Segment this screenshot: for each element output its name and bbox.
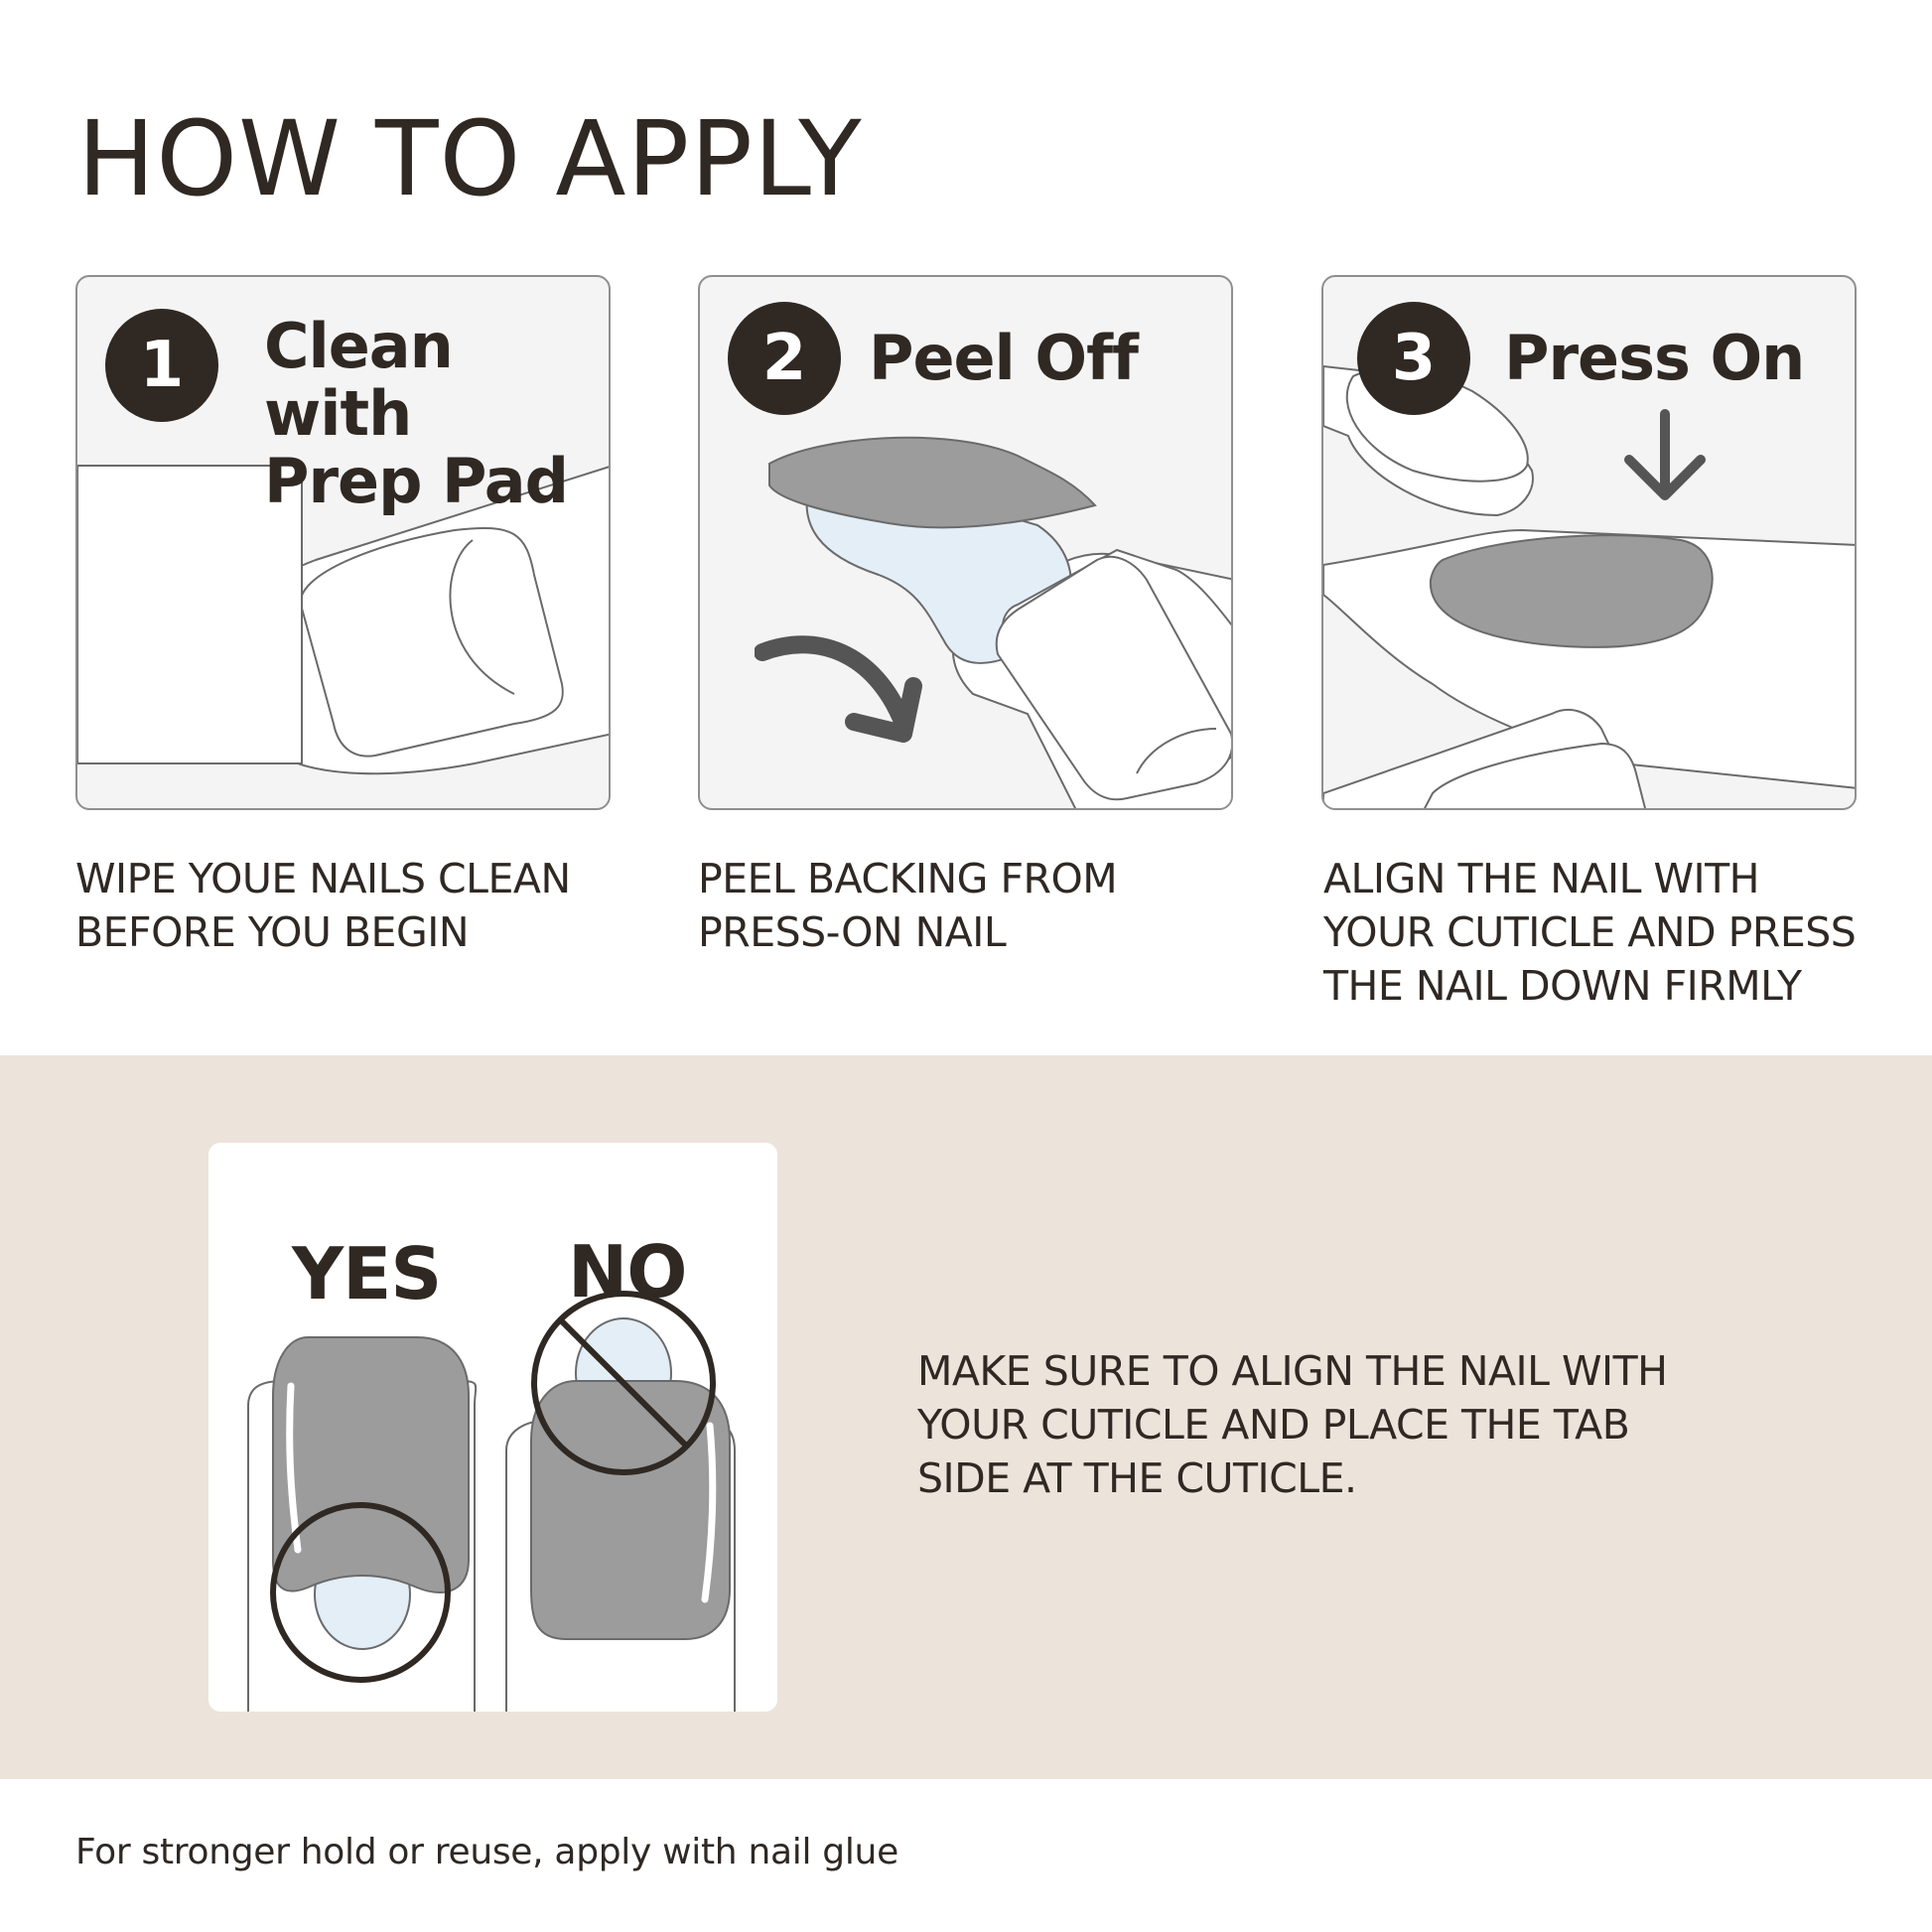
step-1-caption-line2: BEFORE YOU BEGIN [75,908,469,956]
step-number-badge: 3 [1357,302,1470,415]
prohibited-icon [531,1291,716,1475]
step-2-title-line1: Peel Off [869,322,1139,394]
alignment-tip-line2: YOUR CUTICLE AND PLACE THE TAB [917,1401,1630,1449]
hand-cleaning-illustration [77,465,609,775]
footer-note: For stronger hold or reuse, apply with n… [75,1832,898,1872]
circle-highlight-icon [270,1502,451,1683]
step-2-caption-line2: PRESS-ON NAIL [698,908,1007,956]
step-3-panel: 3 Press On [1321,275,1857,810]
step-1-title-line1: Clean with [264,310,454,451]
step-2-panel: 2 Peel Off [698,275,1233,810]
step-1-title-line2: Prep Pad [264,445,569,518]
step-3-title-line1: Press On [1504,322,1805,394]
step-3-caption: ALIGN THE NAIL WITH YOUR CUTICLE AND PRE… [1323,852,1857,1013]
step-number-badge: 2 [728,302,841,415]
peel-off-illustration [768,436,1231,808]
page-title: HOW TO APPLY [77,98,863,219]
step-3-title: Press On [1504,322,1805,394]
step-2-caption-line1: PEEL BACKING FROM [698,855,1118,902]
step-1-caption-line1: WIPE YOUE NAILS CLEAN [75,855,571,902]
step-2-title: Peel Off [869,322,1139,394]
step-number-badge: 1 [105,309,218,422]
alignment-tip-line1: MAKE SURE TO ALIGN THE NAIL WITH [917,1347,1668,1395]
alignment-tip-line3: SIDE AT THE CUTICLE. [917,1454,1357,1502]
down-arrow-icon [1624,409,1706,500]
alignment-tip: MAKE SURE TO ALIGN THE NAIL WITH YOUR CU… [917,1344,1731,1505]
step-1-caption: WIPE YOUE NAILS CLEAN BEFORE YOU BEGIN [75,852,571,959]
step-3-caption-line1: ALIGN THE NAIL WITH [1323,855,1759,902]
step-1-panel: 1 Clean with Prep Pad [75,275,611,810]
no-label: NO [568,1230,687,1313]
yes-no-card: YES NO [208,1143,777,1712]
step-3-caption-line2: YOUR CUTICLE AND PRESS [1323,908,1857,956]
yes-label: YES [292,1232,442,1315]
step-3-caption-line3: THE NAIL DOWN FIRMLY [1323,962,1802,1010]
curved-arrow-icon [755,635,922,743]
step-1-title: Clean with Prep Pad [264,310,609,518]
yes-no-illustration [247,1291,736,1712]
step-2-caption: PEEL BACKING FROM PRESS-ON NAIL [698,852,1118,959]
